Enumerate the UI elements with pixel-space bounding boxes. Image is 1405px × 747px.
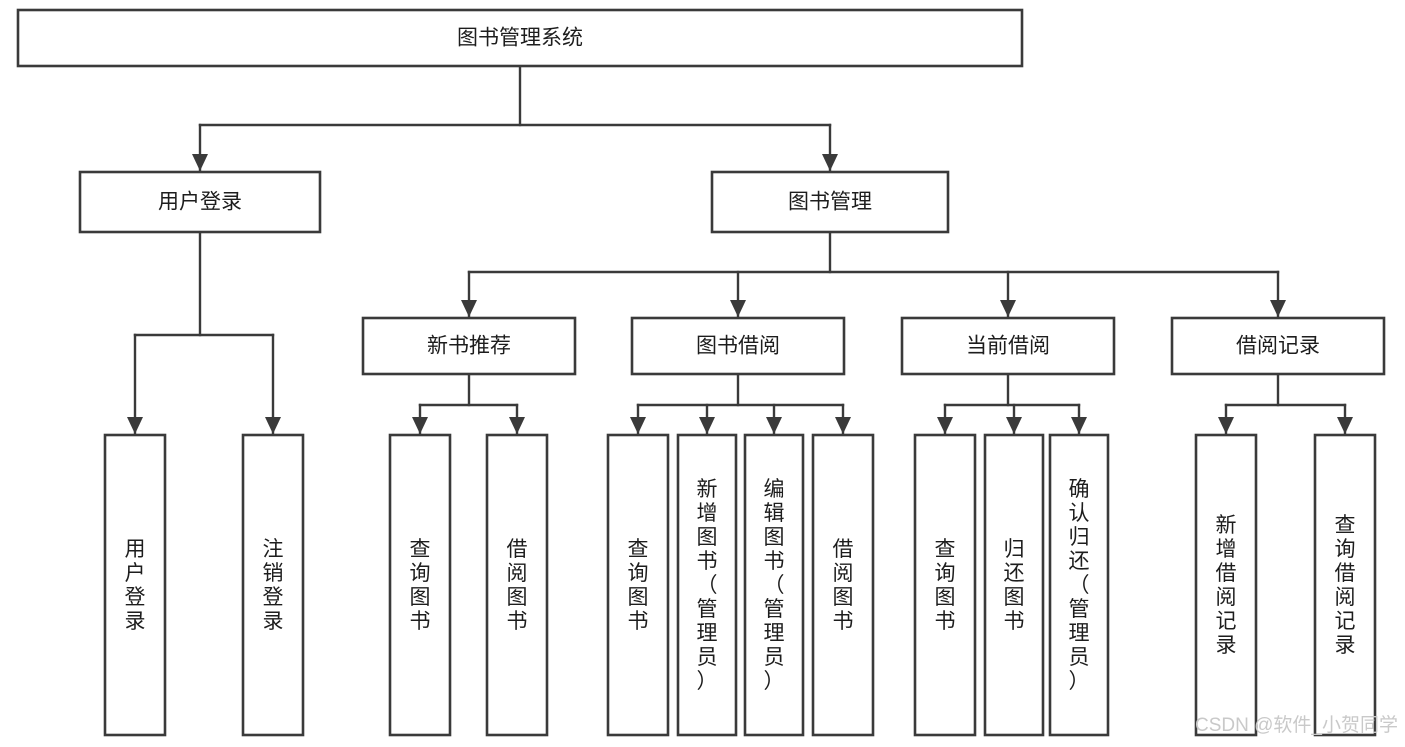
node-box [1170,316,1386,376]
node-box [78,170,322,234]
node-level2-borrow-record[interactable]: 借阅记录 [1170,316,1386,376]
node-label: 借阅记录 [1236,335,1320,358]
arrow-head-icon [412,417,428,434]
arrow-head-icon [937,417,953,434]
node-box [1313,433,1377,737]
arrow-head-icon [766,417,782,434]
arrow-head-icon [699,417,715,434]
nodes-layer: 图书管理系统用户登录图书管理新书推荐图书借阅当前借阅借阅记录用户登录注销登录查询… [16,8,1386,737]
arrow-head-icon [1006,417,1022,434]
arrow-head-icon [1270,300,1286,317]
node-label: 新书推荐 [427,335,511,358]
arrow-head-icon [461,300,477,317]
connectors-layer [127,64,1353,436]
arrow-head-icon [192,154,208,171]
node-leaf-leaf-query-book-2[interactable]: 查询图书 [606,433,670,737]
node-box [485,433,549,737]
node-box [16,8,1024,68]
node-label: 查询借阅记录 [1335,514,1356,657]
arrow-head-icon [1000,300,1016,317]
node-box [361,316,577,376]
node-leaf-leaf-confirm-return[interactable]: 确认归还（管理员） [1048,433,1110,737]
node-leaf-leaf-return-book[interactable]: 归还图书 [983,433,1045,737]
node-label: 注销登录 [263,538,284,633]
node-label: 借阅图书 [507,538,528,633]
node-leaf-leaf-query-book-3[interactable]: 查询图书 [913,433,977,737]
node-label: 查询图书 [935,538,956,633]
node-label: 归还图书 [1004,538,1025,633]
node-level2-book-borrow[interactable]: 图书借阅 [630,316,846,376]
node-label: 图书管理系统 [457,27,583,50]
node-box [1194,433,1258,737]
arrow-head-icon [835,417,851,434]
node-leaf-leaf-query-record[interactable]: 查询借阅记录 [1313,433,1377,737]
arrow-head-icon [1071,417,1087,434]
arrow-head-icon [822,154,838,171]
arrow-head-icon [630,417,646,434]
node-box [606,433,670,737]
node-level2-new-book-rec[interactable]: 新书推荐 [361,316,577,376]
node-leaf-leaf-add-record[interactable]: 新增借阅记录 [1194,433,1258,737]
node-box [103,433,167,737]
csdn-watermark: CSDN @软件_小贺同学 [1195,714,1398,736]
node-label: 编辑图书（管理员） [764,478,785,693]
node-label: 查询图书 [628,538,649,633]
node-box [913,433,977,737]
arrow-head-icon [730,300,746,317]
node-label: 当前借阅 [966,335,1050,358]
node-label: 用户登录 [125,538,146,633]
node-label: 查询图书 [410,538,431,633]
node-leaf-leaf-user-logout[interactable]: 注销登录 [241,433,305,737]
node-box [983,433,1045,737]
node-root[interactable]: 图书管理系统 [16,8,1024,68]
node-box [900,316,1116,376]
node-box [388,433,452,737]
arrow-head-icon [509,417,525,434]
node-leaf-leaf-edit-book[interactable]: 编辑图书（管理员） [743,433,805,737]
node-box [743,433,805,737]
node-label: 借阅图书 [833,538,854,633]
node-label: 确认归还（管理员） [1069,478,1090,693]
node-level1-user-login[interactable]: 用户登录 [78,170,322,234]
node-label: 图书借阅 [696,335,780,358]
arrow-head-icon [1218,417,1234,434]
arrow-head-icon [265,417,281,434]
node-box [811,433,875,737]
node-label: 新增图书（管理员） [697,478,718,693]
node-box [676,433,738,737]
node-label: 图书管理 [788,191,872,214]
node-leaf-leaf-user-login[interactable]: 用户登录 [103,433,167,737]
node-label: 用户登录 [158,191,242,214]
node-label: 新增借阅记录 [1216,514,1237,657]
node-box [710,170,950,234]
node-box [241,433,305,737]
arrow-head-icon [1337,417,1353,434]
node-leaf-leaf-borrow-book-2[interactable]: 借阅图书 [811,433,875,737]
node-leaf-leaf-add-book[interactable]: 新增图书（管理员） [676,433,738,737]
node-level2-current-borrow[interactable]: 当前借阅 [900,316,1116,376]
arrow-head-icon [127,417,143,434]
node-level1-book-manage[interactable]: 图书管理 [710,170,950,234]
node-leaf-leaf-query-book-1[interactable]: 查询图书 [388,433,452,737]
node-leaf-leaf-borrow-book-1[interactable]: 借阅图书 [485,433,549,737]
node-box [630,316,846,376]
node-box [1048,433,1110,737]
